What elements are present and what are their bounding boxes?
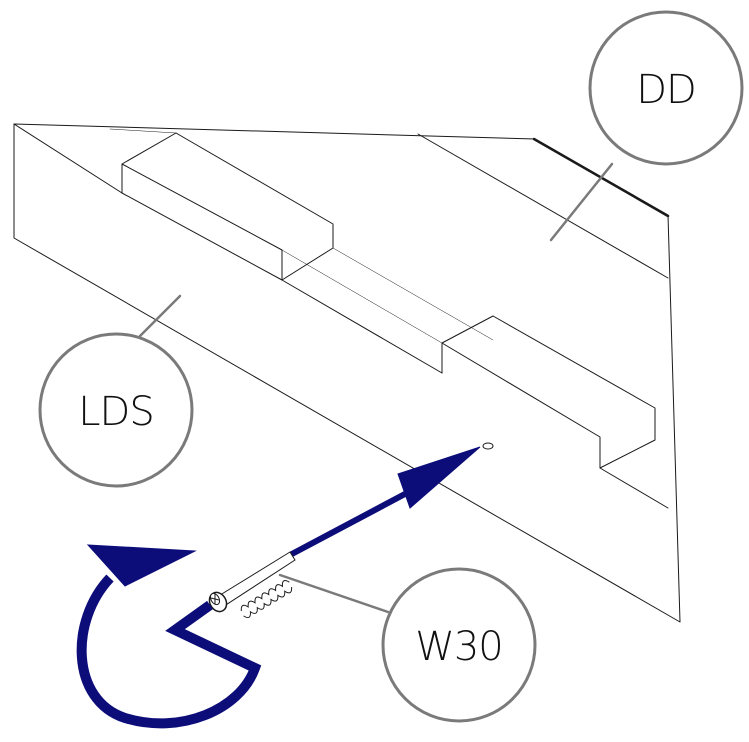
callout-lds-label: LDS	[78, 389, 153, 435]
screw-icon	[208, 551, 296, 619]
rotation-arrow	[76, 544, 262, 729]
callout-lds: LDS	[38, 332, 194, 488]
screw-hole	[482, 442, 494, 450]
callout-dd-label: DD	[636, 67, 696, 113]
leader-lds	[138, 294, 182, 338]
leader-w30	[278, 573, 390, 614]
callout-dd: DD	[588, 10, 744, 166]
leader-dd	[549, 162, 614, 242]
insertion-arrow	[288, 446, 481, 558]
panel-dd	[13, 123, 681, 623]
callout-w30: W30	[381, 567, 537, 723]
callout-w30-label: W30	[415, 624, 502, 670]
